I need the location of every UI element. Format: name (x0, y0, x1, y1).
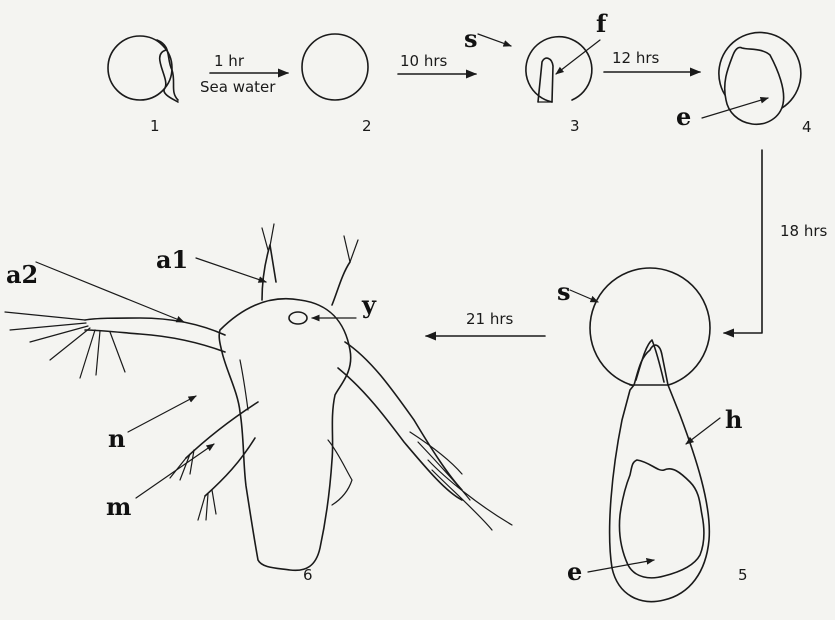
arrow-sublabel-seawater: Sea water (200, 78, 276, 96)
stage-number-1: 1 (150, 117, 160, 135)
stage-1-cyst (108, 36, 178, 102)
label-a1: a1 (156, 245, 188, 274)
arrow-label-18hrs: 18 hrs (780, 222, 828, 240)
label-m: m (106, 492, 131, 521)
arrow-label-1hr: 1 hr (214, 52, 245, 70)
label-y: y (361, 290, 377, 319)
label-e-stage4: e (676, 102, 691, 131)
stage-2-hydrated-cyst (302, 34, 368, 100)
arrow-label-10hrs: 10 hrs (400, 52, 448, 70)
arrow-label-12hrs: 12 hrs (612, 49, 660, 67)
stage-number-4: 4 (802, 118, 812, 136)
stage-number-3: 3 (570, 117, 580, 135)
label-s-stage5: s (557, 277, 571, 306)
stage-number-2: 2 (362, 117, 372, 135)
stage-number-6: 6 (303, 566, 313, 584)
label-f: f (596, 9, 608, 38)
label-a2: a2 (6, 260, 38, 289)
stage-6-nauplius (5, 224, 512, 570)
arrow-18hrs (724, 150, 762, 333)
label-n: n (108, 424, 125, 453)
stage-number-5: 5 (738, 566, 748, 584)
label-s-stage3: s (464, 24, 478, 53)
stage-5-umbrella-stage (590, 268, 710, 602)
stage-4-emerging-embryo (719, 32, 801, 124)
arrow-label-21hrs: 21 hrs (466, 310, 514, 328)
label-e-stage5: e (567, 557, 582, 586)
stage-3-cracked-cyst (526, 37, 592, 102)
label-h: h (725, 405, 742, 434)
